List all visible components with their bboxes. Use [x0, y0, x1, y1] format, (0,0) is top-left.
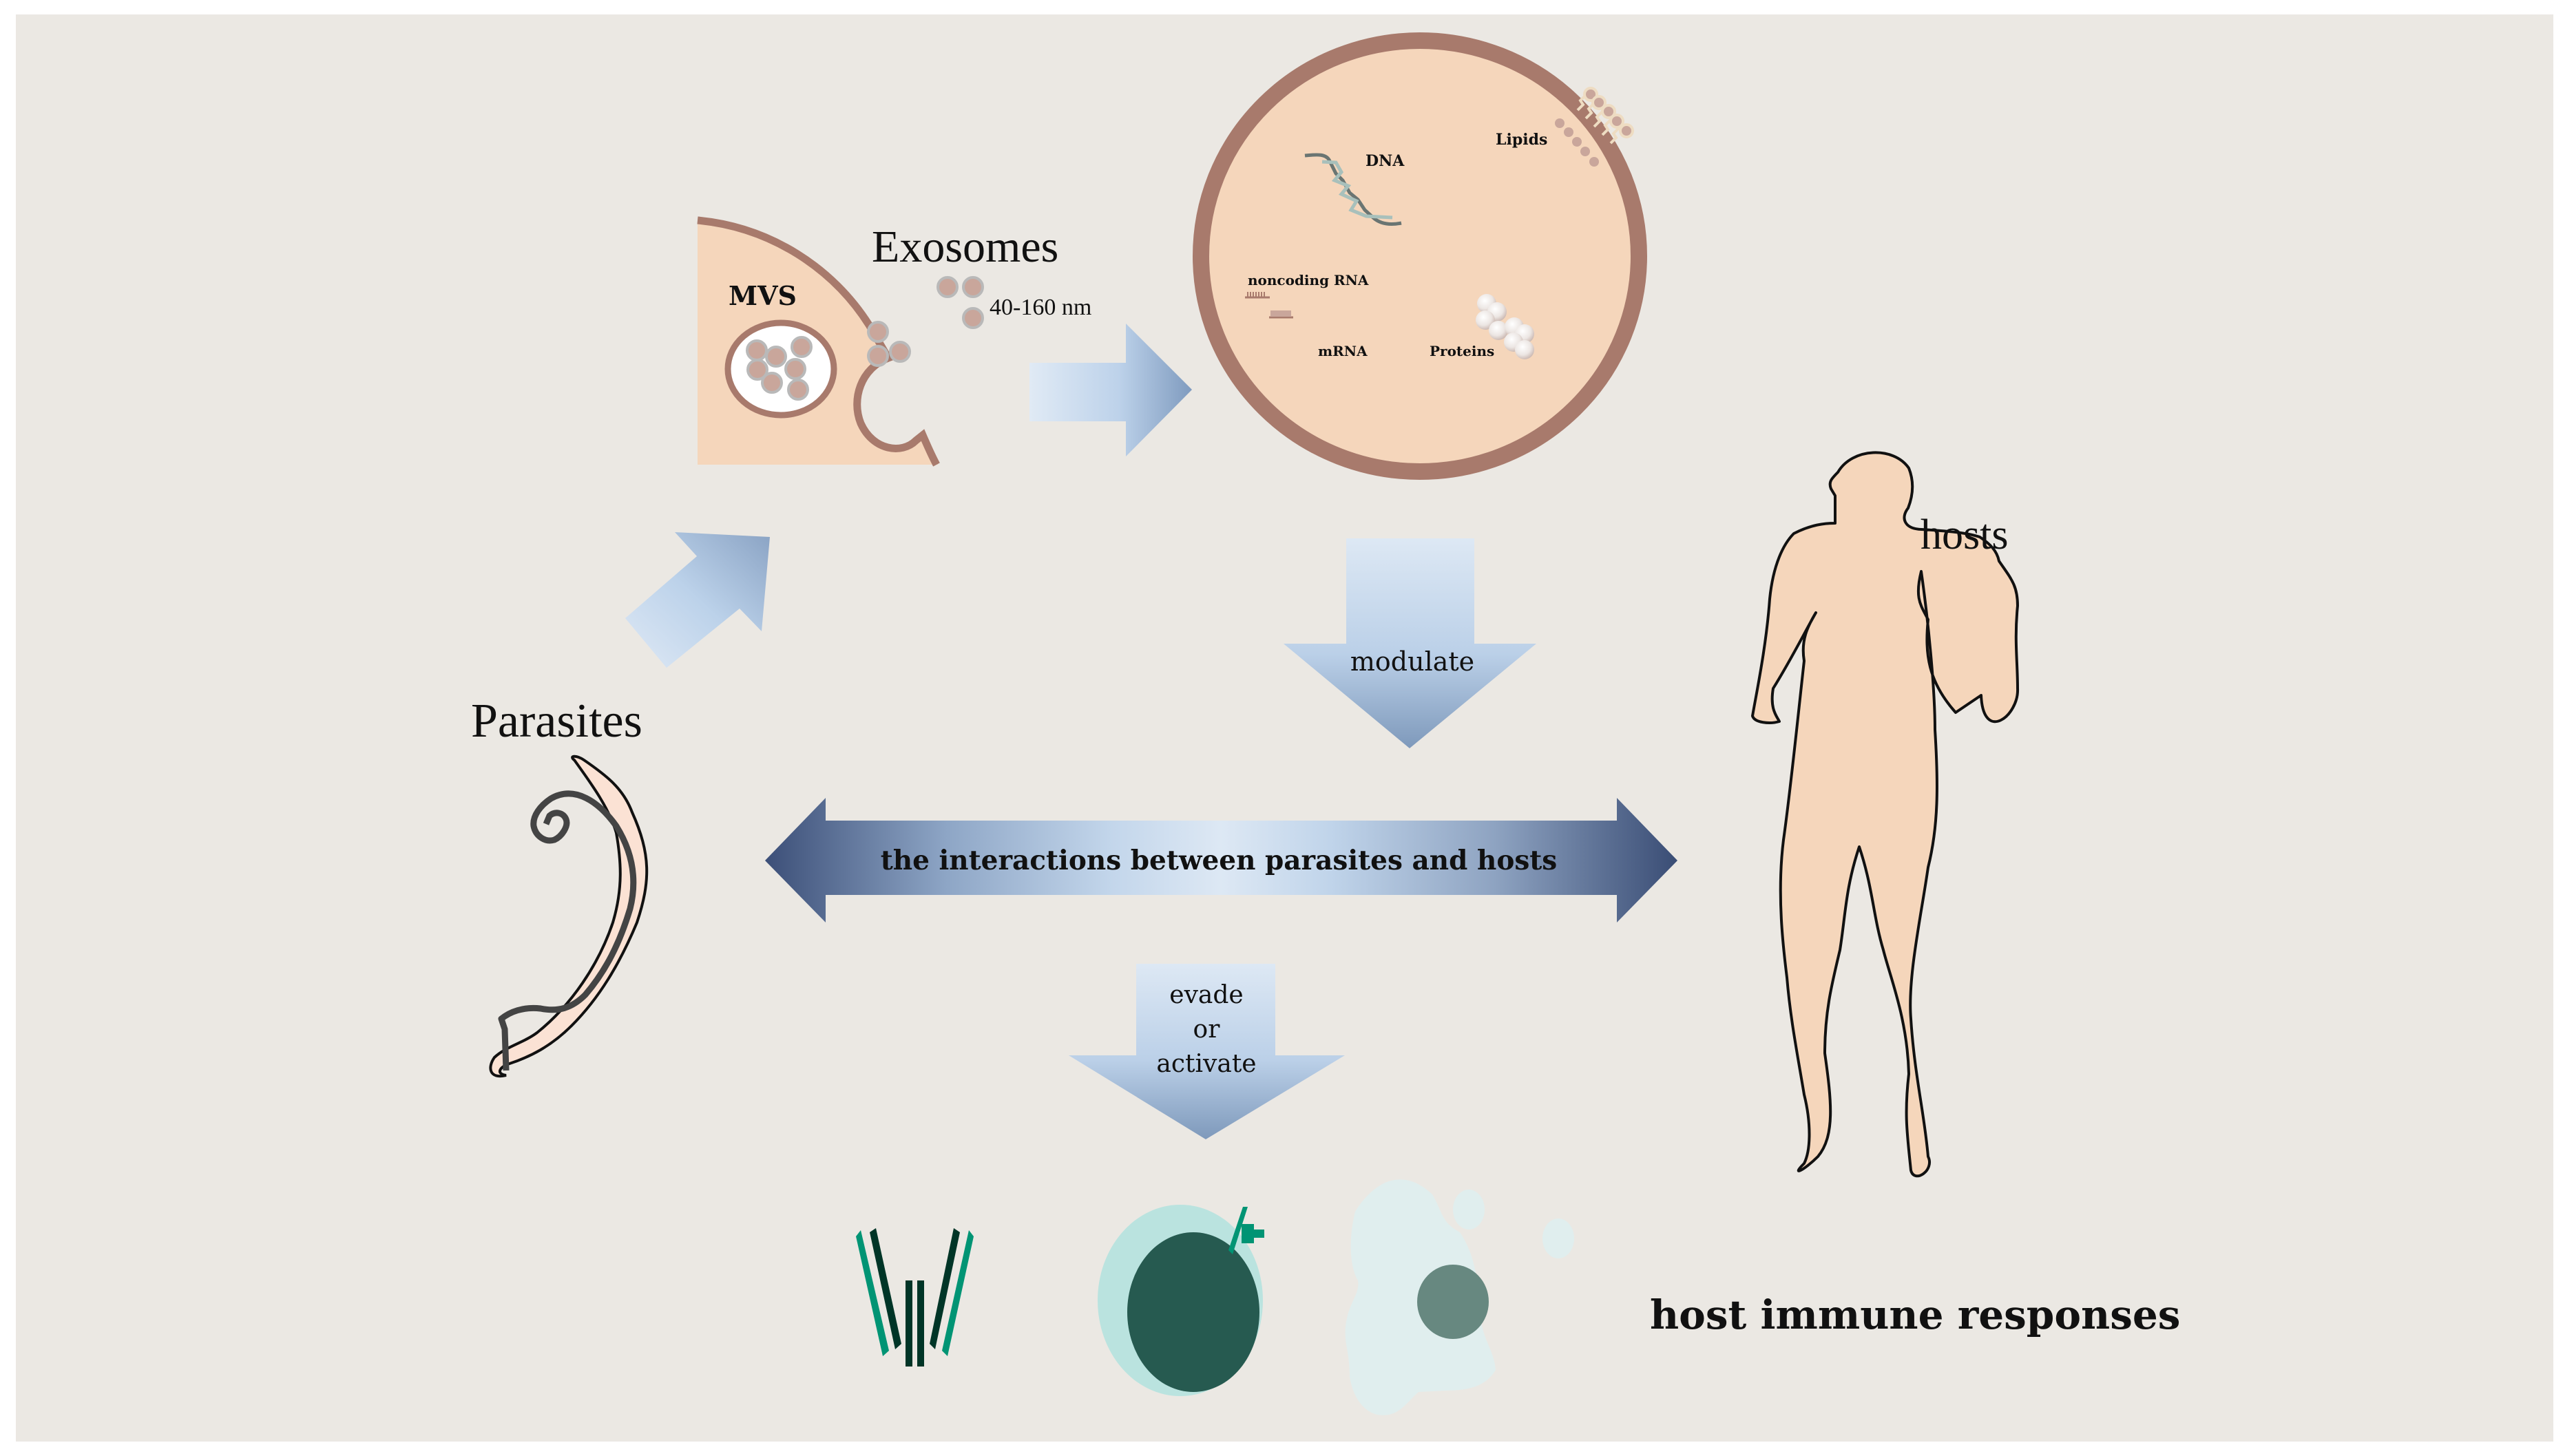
right-arrow — [1029, 324, 1192, 456]
macrophage-icon — [1345, 1179, 1574, 1415]
diagonal-arrow — [625, 532, 770, 668]
human-figure-icon — [1751, 451, 2020, 1178]
mrna-label: mRNA — [1318, 343, 1368, 359]
immune-responses-label: host immune responses — [1650, 1291, 2180, 1338]
worm-icon — [489, 755, 649, 1078]
or-label: or — [1193, 1015, 1221, 1044]
mvs-label: MVS — [729, 280, 797, 311]
lipid-bilayer-icon — [1555, 87, 1634, 167]
activate-label: activate — [1156, 1050, 1256, 1078]
exosome-detail-circle — [1193, 32, 1647, 480]
exosomes-label: Exosomes — [872, 222, 1058, 272]
noncoding-rna-icon — [1245, 292, 1270, 299]
mrna-icon — [1269, 310, 1293, 319]
lipids-label: Lipids — [1496, 131, 1547, 149]
antibody-icon — [856, 1228, 974, 1367]
mvs-cell-icon — [697, 216, 940, 467]
interaction-double-arrow — [765, 798, 1677, 922]
parasites-label: Parasites — [471, 695, 642, 748]
interactions-label: the interactions between parasites and h… — [881, 845, 1558, 876]
proteins-icon — [1476, 294, 1534, 359]
hosts-label: hosts — [1921, 511, 2008, 558]
dna-label: DNA — [1366, 152, 1405, 170]
noncoding-rna-label: noncoding RNA — [1248, 272, 1369, 288]
dna-icon — [1304, 153, 1402, 226]
modulate-label: modulate — [1350, 646, 1474, 677]
b-cell-icon — [1098, 1205, 1264, 1396]
proteins-label: Proteins — [1430, 343, 1494, 359]
modulate-arrow — [1284, 538, 1536, 748]
exosome-icon — [937, 276, 984, 329]
evade-activate-arrow — [1069, 964, 1345, 1139]
size-range-label: 40-160 nm — [990, 295, 1091, 320]
evade-label: evade — [1169, 981, 1243, 1009]
